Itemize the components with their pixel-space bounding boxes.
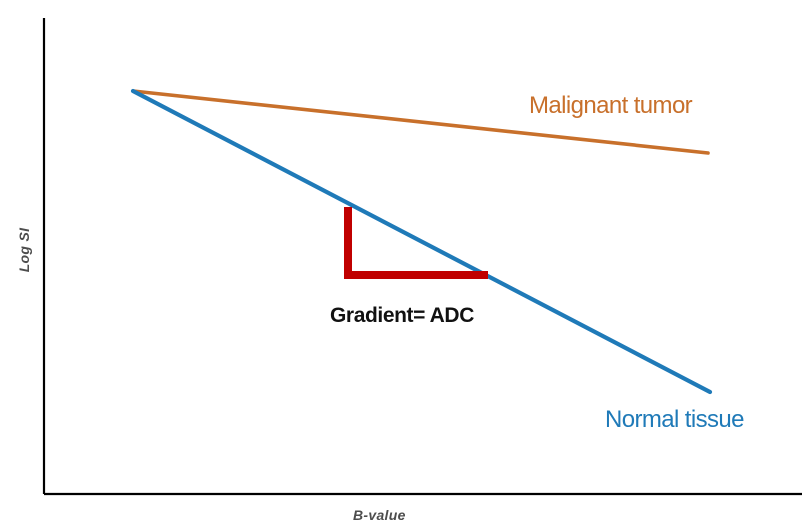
x-axis-label: B-value	[353, 507, 406, 523]
gradient-marker-icon	[344, 207, 488, 279]
series-label-normal-tissue: Normal tissue	[605, 406, 745, 433]
series-label-malignant-tumor: Malignant tumor	[529, 92, 693, 119]
y-axis-label: Log SI	[16, 227, 32, 273]
gradient-annotation-label: Gradient= ADC	[330, 304, 474, 327]
series-line-normal-tissue	[130, 88, 713, 395]
series-line-malignant-tumor	[131, 89, 710, 155]
